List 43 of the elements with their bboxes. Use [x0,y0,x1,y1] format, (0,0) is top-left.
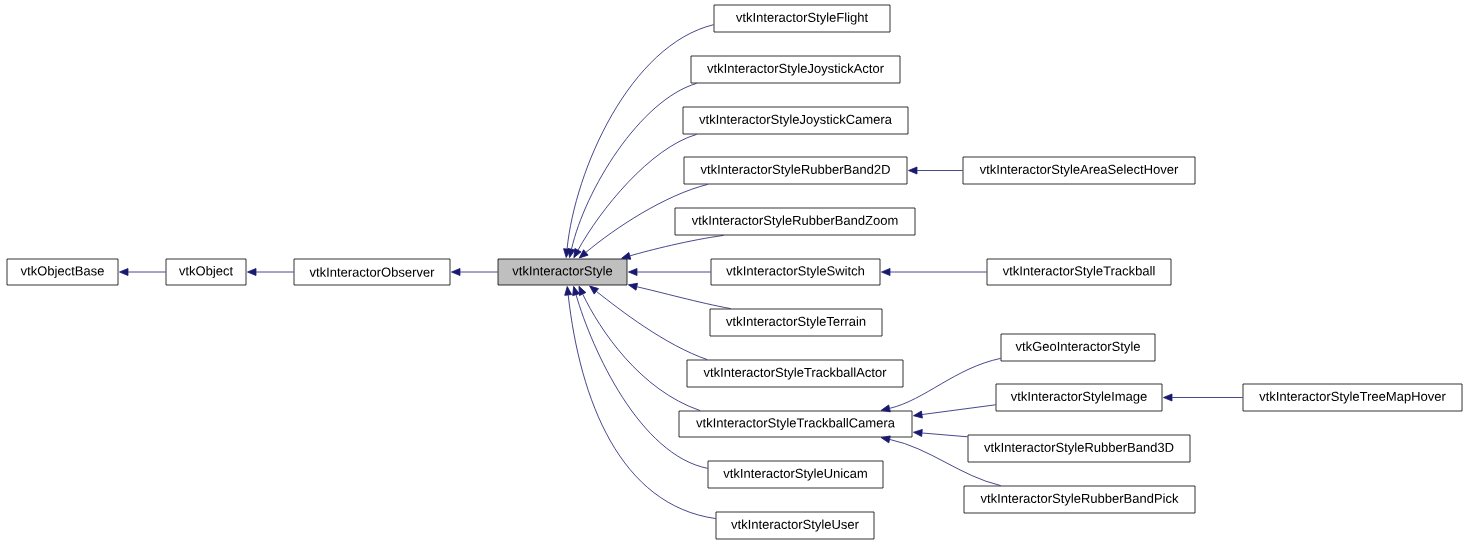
class-box: vtkInteractorStyleTerrain [709,308,883,337]
class-box: vtkInteractorStyleAreaSelectHover [962,156,1196,185]
inheritance-arrow [1163,393,1243,402]
inheritance-arrow [880,435,1002,486]
inheritance-arrow [247,268,294,276]
class-box: vtkInteractorStyleRubberBandZoom [674,207,916,236]
class-box: vtkInteractorStyleTrackball [986,258,1172,286]
inheritance-arrow [908,166,963,175]
inheritance-arrow [572,286,708,469]
inheritance-arrow [578,285,701,411]
inheritance-arrow [573,134,697,259]
inheritance-arrow [913,429,968,438]
class-box: vtkObjectBase [6,258,119,286]
class-box: vtkObject [165,258,247,286]
class-box: vtkInteractorStyleJoystickActor [690,55,901,84]
class-box: vtkInteractorStyleRubberBand2D [683,156,908,185]
class-box: vtkGeoInteractorStyle [1000,333,1156,362]
inheritance-arrow [621,235,724,260]
class-box: vtkInteractorStyle [497,258,628,286]
inheritance-arrow [451,268,498,276]
inheritance-arrow [881,268,987,276]
class-box: vtkInteractorStyleSwitch [710,258,881,286]
class-box: vtkInteractorStyleFlight [713,4,891,33]
inheritance-arrow [119,268,166,276]
class-box: vtkInteractorStyleJoystickCamera [682,106,909,135]
class-box: vtkInteractorObserver [293,258,451,286]
inheritance-arrow [628,268,711,276]
inheritance-arrow [880,358,1001,413]
class-box: vtkInteractorStyleTrackballCamera [678,410,913,438]
class-box: vtkInteractorStyleTrackballActor [686,359,904,388]
inheritance-arrow [913,404,996,419]
inheritance-arrow [578,184,709,259]
class-box: vtkInteractorStyleTreeMapHover [1242,383,1463,412]
class-box: vtkInteractorStyleRubberBandPick [963,485,1196,514]
inheritance-arrow [567,83,697,258]
class-box: vtkInteractorStyleImage [995,383,1163,412]
class-box: vtkInteractorStyleRubberBand3D [967,434,1191,463]
inheritance-arrow [563,24,714,258]
class-box: vtkInteractorStyleUnicam [707,460,884,489]
inheritance-arrow [628,282,731,309]
class-box: vtkInteractorStyleUser [715,511,875,540]
inheritance-arrow [564,286,716,519]
inheritance-arrow [589,285,708,360]
